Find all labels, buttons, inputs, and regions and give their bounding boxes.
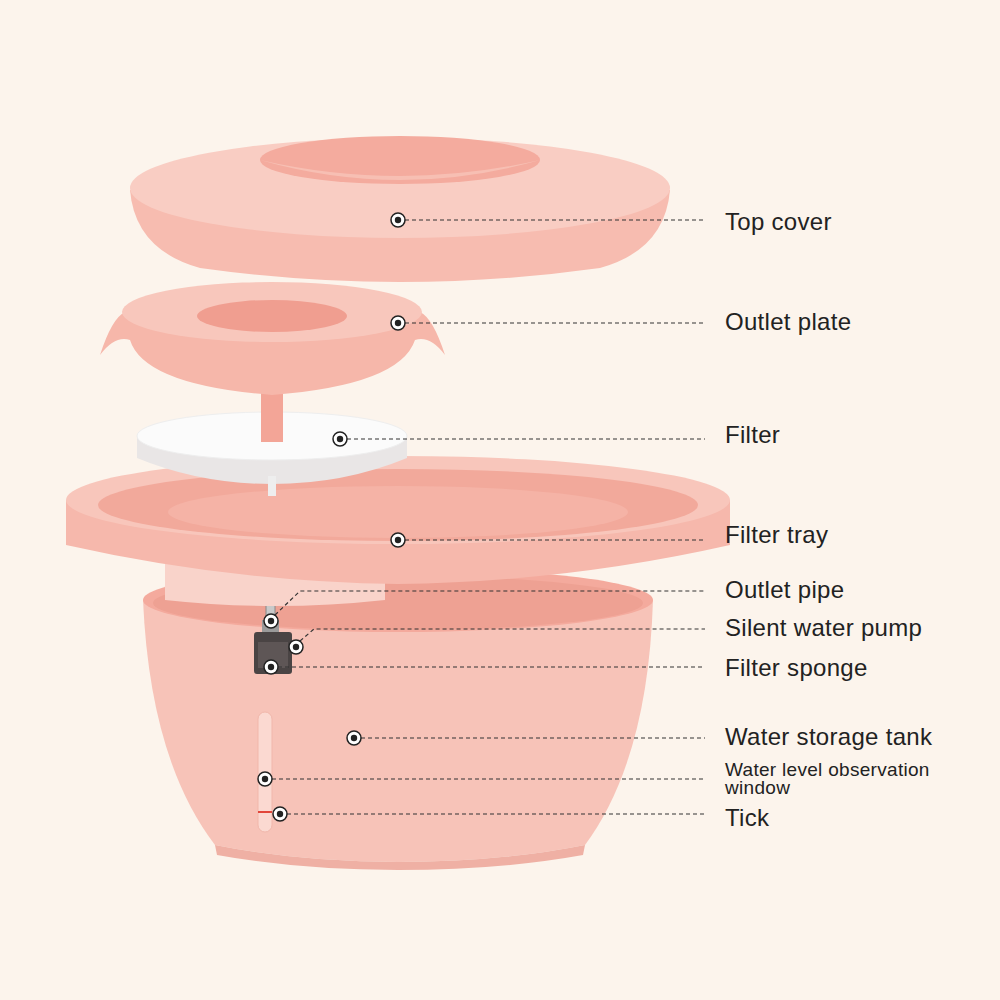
- outlet-plate: [100, 282, 445, 442]
- part-label: Top cover: [725, 209, 832, 235]
- top-cover: [130, 136, 670, 282]
- part-label: Outlet plate: [725, 309, 851, 335]
- filter-tray: [66, 456, 730, 606]
- leader-lines: [272, 220, 705, 814]
- water-storage-tank: [143, 568, 653, 870]
- part-label: Filter tray: [725, 522, 828, 548]
- part-label: Water level observation window: [725, 761, 930, 797]
- pump-assembly: [254, 598, 292, 674]
- part-label: Outlet pipe: [725, 577, 844, 603]
- part-label: Filter: [725, 422, 780, 448]
- part-label: Water storage tank: [725, 724, 932, 750]
- callout-dots: [258, 213, 405, 821]
- part-label: Silent water pump: [725, 615, 922, 641]
- part-label: Tick: [725, 805, 769, 831]
- part-label: Filter sponge: [725, 655, 868, 681]
